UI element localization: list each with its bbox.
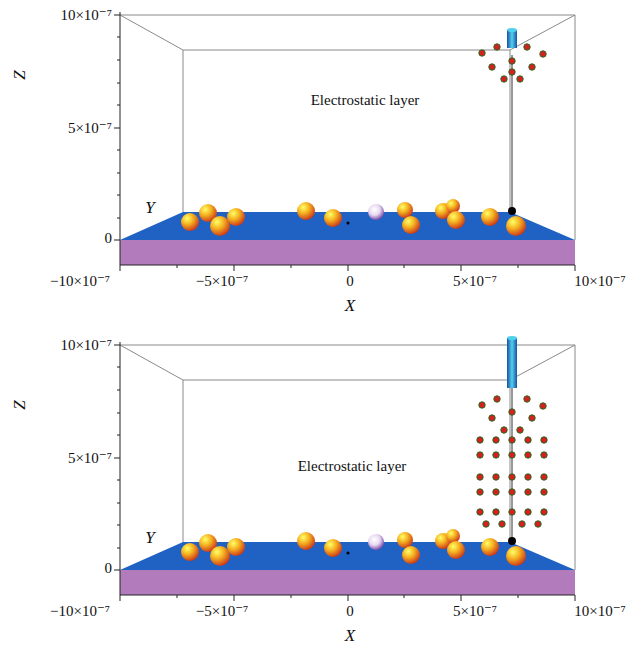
layer-label: Electrostatic layer bbox=[298, 458, 407, 475]
axis-tick-label: 5×10⁻⁷ bbox=[68, 120, 112, 137]
axis-tick-label: 0 bbox=[105, 560, 113, 577]
axis-tick-label: 10×10⁻⁷ bbox=[574, 273, 626, 290]
axis-title: Z bbox=[11, 70, 30, 79]
axis-tick-label: 10×10⁻⁷ bbox=[60, 7, 112, 24]
axis-title: Y bbox=[145, 529, 154, 548]
axis-tick-label: 5×10⁻⁷ bbox=[453, 603, 497, 620]
axis-title: X bbox=[345, 627, 355, 646]
axis-tick-label: 5×10⁻⁷ bbox=[453, 273, 497, 290]
axis-tick-label: 0 bbox=[346, 273, 354, 290]
axis-tick-label: 0 bbox=[105, 230, 113, 247]
axis-tick-label: −5×10⁻⁷ bbox=[196, 603, 249, 620]
axis-tick-label: 0 bbox=[346, 603, 354, 620]
layer-label: Electrostatic layer bbox=[311, 92, 420, 109]
axis-title: Z bbox=[11, 400, 30, 409]
axis-title: Y bbox=[145, 199, 154, 218]
axis-tick-label: −5×10⁻⁷ bbox=[196, 273, 249, 290]
axis-tick-label: −10×10⁻⁷ bbox=[50, 273, 110, 290]
axis-tick-label: 5×10⁻⁷ bbox=[68, 450, 112, 467]
axis-tick-label: −10×10⁻⁷ bbox=[50, 603, 110, 620]
axis-title: X bbox=[345, 297, 355, 316]
axis-tick-label: 10×10⁻⁷ bbox=[574, 603, 626, 620]
axis-tick-label: 10×10⁻⁷ bbox=[60, 337, 112, 354]
